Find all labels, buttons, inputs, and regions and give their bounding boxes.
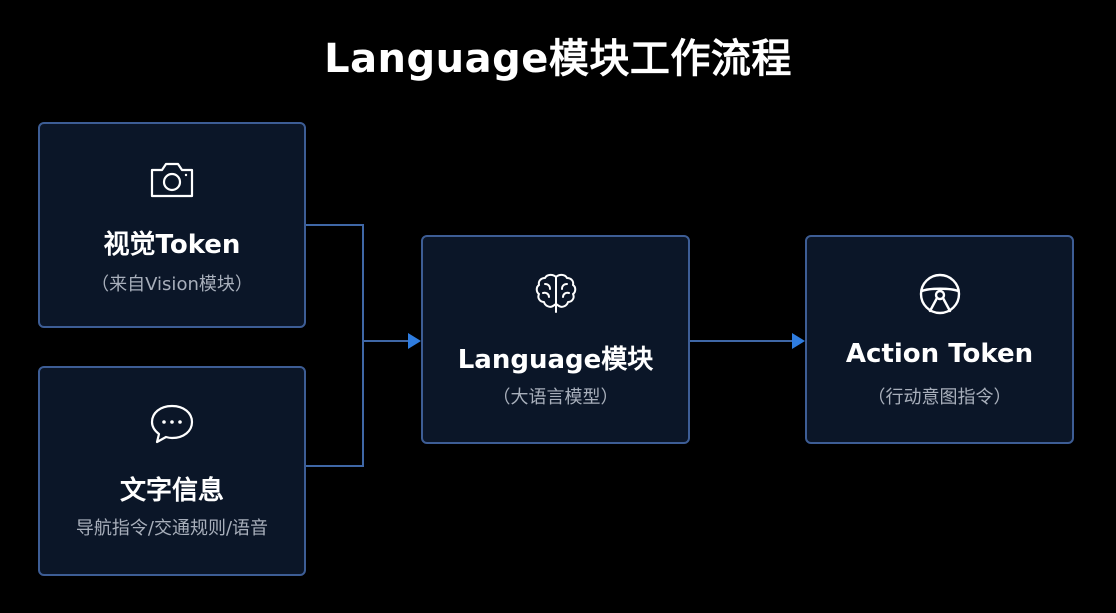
- node-action-sublabel: （行动意图指令）: [867, 387, 1012, 408]
- arrowhead-to-action: [792, 333, 805, 349]
- chat-bubble-icon: [40, 402, 304, 446]
- node-vision-sublabel: （来自Vision模块）: [91, 274, 253, 295]
- node-text-sublabel: 导航指令/交通规则/语音: [75, 518, 269, 539]
- node-language-label: Language模块: [457, 345, 654, 375]
- node-action-label: Action Token: [845, 339, 1034, 369]
- node-text-label: 文字信息: [119, 476, 224, 506]
- diagram-title: Language模块工作流程: [324, 36, 792, 82]
- arrowhead-to-language: [408, 333, 421, 349]
- node-text-info: 文字信息 导航指令/交通规则/语音: [38, 366, 306, 576]
- node-action-token: Action Token （行动意图指令）: [805, 235, 1074, 444]
- node-vision-label: 视觉Token: [103, 230, 241, 260]
- edge-vision-to-language: [306, 224, 364, 341]
- node-vision-token: 视觉Token （来自Vision模块）: [38, 122, 306, 328]
- camera-icon: [40, 160, 304, 200]
- node-language-module: Language模块 （大语言模型）: [421, 235, 690, 444]
- brain-icon: [423, 271, 688, 315]
- steering-wheel-icon: [807, 271, 1072, 317]
- edge-text-to-language: [306, 341, 364, 467]
- node-language-sublabel: （大语言模型）: [492, 387, 619, 408]
